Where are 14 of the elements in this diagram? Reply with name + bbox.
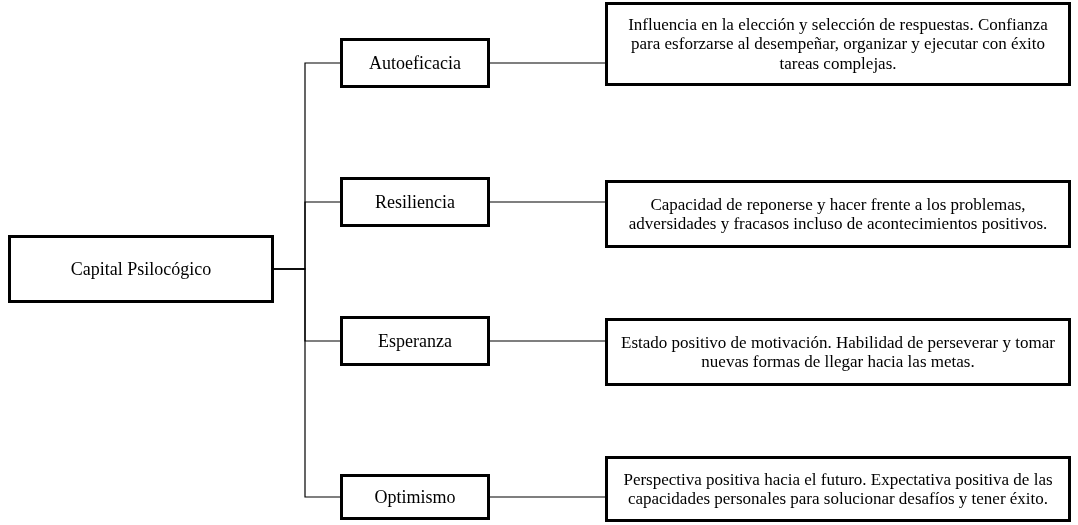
connector-line <box>273 268 341 498</box>
text-box: Estado positivo de motivación. Habilidad de perseverar y tomar nuevas formas de llegar hacia las metas. <box>605 318 1071 386</box>
text-box: Perspectiva positiva hacia el futuro. Expectativa positiva de las capacidades personales para solucionar desafíos y tener éxito. <box>605 456 1071 522</box>
text-box: Optimismo <box>340 474 490 520</box>
text-box: Influencia en la elección y selección de respuestas. Confianza para esforzarse al desempeñar, organizar y ejecutar con éxito tareas complejas. <box>605 2 1071 86</box>
text-box: Esperanza <box>340 316 490 366</box>
connector-line <box>489 62 606 64</box>
text-box: Autoeficacia <box>340 38 490 88</box>
connector-line <box>489 340 606 342</box>
connector-line <box>489 496 606 498</box>
text-box: Resiliencia <box>340 177 490 227</box>
text-box: Capital Psilocógico <box>8 235 274 303</box>
text-box: Capacidad de reponerse y hacer frente a los problemas, adversidades y fracasos incluso de acontecimientos positivos. <box>605 180 1071 248</box>
connector-line <box>489 201 606 203</box>
